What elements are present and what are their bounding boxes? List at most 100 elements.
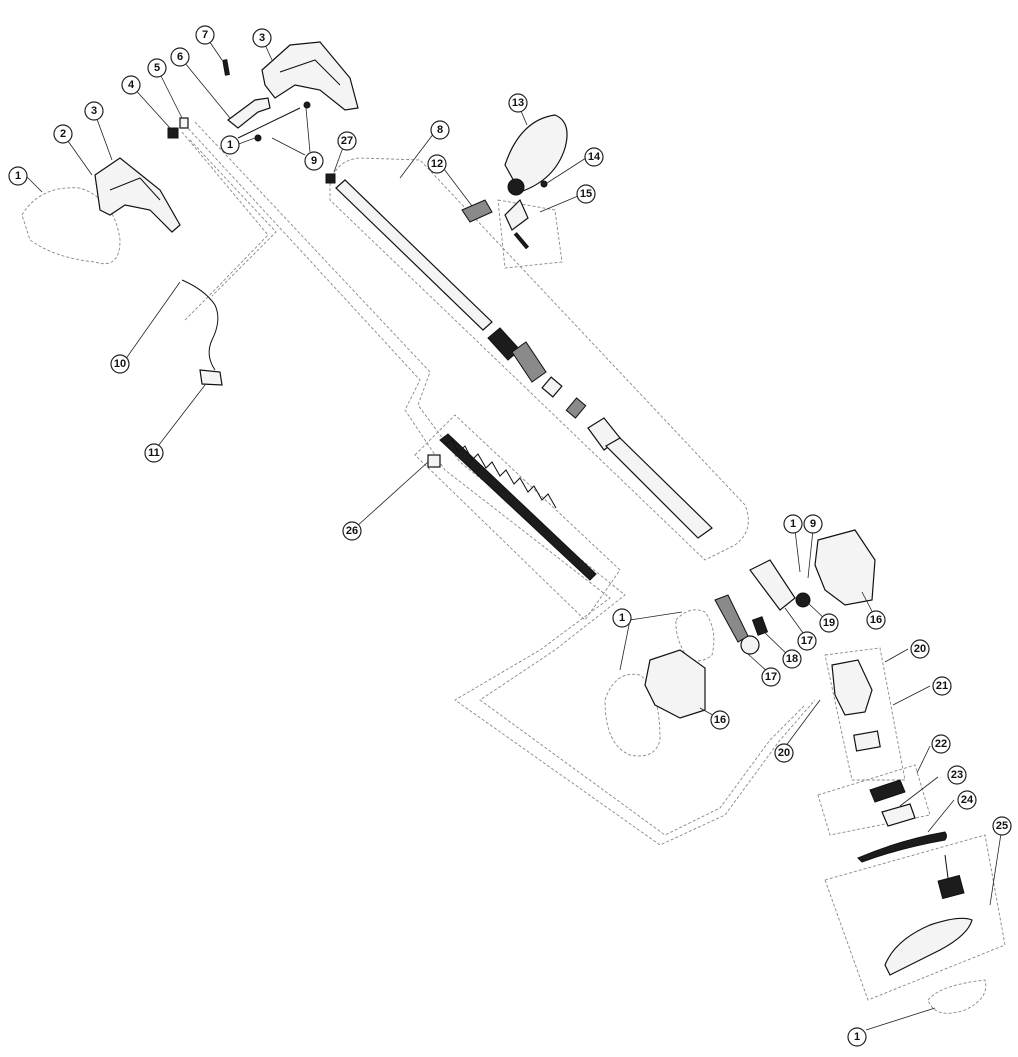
upper-shaft [335,179,493,331]
callout-label-4: 4 [128,79,135,91]
coupler-nut [541,376,563,398]
callout-label-16a: 16 [870,614,882,626]
callout-circle-17b [761,667,781,687]
cover-bolt [944,854,949,879]
callout-label-9b: 9 [810,518,816,530]
callout-circle-8 [430,120,450,140]
long-screw-upper [237,107,301,139]
callout-label-20a: 20 [914,643,926,655]
callout-circle-9a [304,151,324,171]
blade [439,433,597,581]
callout-label-24: 24 [961,794,974,806]
callout-circle-20a [910,639,930,659]
callout-circle-12 [427,154,447,174]
callout-label-20b: 20 [778,747,790,759]
aux-handle-clamp [507,178,525,196]
spool-knob [937,874,965,900]
gear-arm [714,594,749,643]
callout-label-21: 21 [936,680,948,692]
motor-housing-right [814,529,876,606]
callout-label-27: 27 [341,135,353,147]
callout-label-5: 5 [154,62,160,74]
blade-clip [427,454,441,468]
spool [881,803,916,827]
callout-circle-1b [220,135,240,155]
callout-circle-6 [170,47,190,67]
gear-washer [795,592,811,608]
gear-ring [740,635,760,655]
callout-circle-4 [121,75,141,95]
callout-circle-1a [8,166,28,186]
callout-label-26: 26 [346,525,358,537]
callout-circle-25 [992,816,1012,836]
gear-spring [751,616,769,636]
aux-knob [461,199,493,223]
callout-label-17a: 17 [801,635,813,647]
callout-label-8: 8 [437,124,443,136]
callout-label-3a: 3 [91,105,97,117]
switch-plate [179,117,189,129]
callout-circle-16a [866,610,886,630]
motor-bracket [853,730,881,752]
callout-circle-23 [947,765,967,785]
callout-circle-3a [84,101,104,121]
callout-label-17b: 17 [765,671,777,683]
callout-label-1b: 1 [227,139,233,151]
aux-handle [504,114,568,193]
coupler-thread [511,341,547,383]
callout-labels: 1 2 3 4 5 6 7 3 1 9 27 8 12 13 14 15 10 … [15,29,1008,1043]
callout-label-11: 11 [148,447,160,459]
callout-circle-19 [819,613,839,633]
callout-circle-20b [774,743,794,763]
aux-pin [513,232,530,250]
coupler-ring [565,397,587,419]
callout-label-14: 14 [588,151,601,163]
callout-circle-17a [797,631,817,651]
callout-label-22: 22 [935,738,947,750]
shaft-group-outline [329,157,749,561]
callout-circle-27 [337,131,357,151]
callout-circle-16b [710,710,730,730]
switch [167,127,179,139]
callout-label-6: 6 [177,51,183,63]
bracket-group-outline [497,199,563,269]
spring-group-outline [817,764,931,836]
callout-label-15: 15 [580,188,592,200]
ball [540,180,548,188]
callout-circle-3b [252,28,272,48]
callout-circle-15 [576,184,596,204]
callouts [8,25,1012,1047]
callout-label-1d: 1 [619,612,625,624]
callout-circle-22 [931,734,951,754]
parts [94,41,973,976]
callout-circle-26 [342,521,362,541]
screw-head-b [303,101,311,109]
motor [831,659,873,716]
spring-pin [222,59,230,76]
callout-circle-1d [612,608,632,628]
assembly-route-outline [181,121,816,846]
callout-label-2: 2 [60,128,66,140]
spool-spring [869,779,906,803]
callout-circle-13 [508,93,528,113]
handle-right-rib [279,59,341,86]
callout-label-19: 19 [823,617,835,629]
guard-cover [884,917,973,976]
callout-circle-2 [53,124,73,144]
power-cord [181,279,219,371]
lower-shaft [605,437,713,539]
callout-circle-1c [783,514,803,534]
callout-circle-24 [957,790,977,810]
callout-circle-10 [110,354,130,374]
aux-bracket [504,198,529,231]
handle-half-right [261,41,359,111]
trigger [227,97,271,129]
blade-group-outline [414,414,621,621]
callout-label-1c: 1 [790,518,796,530]
callout-circle-18 [782,649,802,669]
cover-group-outline [824,834,1006,1001]
callout-label-9a: 9 [311,155,317,167]
handle-screws-outline [21,187,121,265]
callout-label-3b: 3 [259,32,265,44]
